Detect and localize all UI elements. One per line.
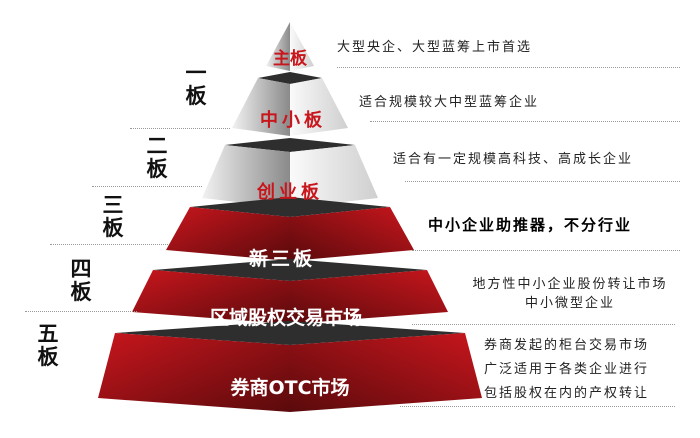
tier-left-face — [98, 333, 290, 412]
tier-name-regional-equity: 区域股权交易市场 — [209, 307, 363, 329]
separator-line — [370, 121, 680, 122]
tier-description: 地方性中小企业股份转让市场中小微型企业 — [472, 277, 668, 311]
tier-left-face — [132, 270, 290, 324]
level-label-2: 二板 — [146, 134, 168, 181]
separator-line — [400, 406, 675, 407]
tier-name-neeq: 新三板 — [248, 248, 316, 270]
tier-right-face — [290, 145, 378, 208]
tier-left-face — [232, 78, 290, 136]
tier-right-face — [290, 78, 348, 136]
tier-description: 适合规模较大中型蓝筹企业 — [359, 95, 540, 110]
tier-name-chinext: 创业板 — [257, 182, 323, 203]
tier-left-face — [266, 22, 290, 71]
separator-line — [25, 311, 137, 312]
tier-left-face — [166, 207, 290, 261]
separator-line — [405, 181, 680, 182]
level-label-4: 四板 — [70, 257, 92, 304]
tier-name-main-board: 主板 — [273, 49, 307, 69]
level-label-1: 一板 — [185, 61, 207, 108]
separator-line — [92, 186, 202, 187]
tier-name-sme-board: 中小板 — [260, 110, 326, 131]
separator-line — [50, 244, 168, 245]
tier-name-otc: 券商OTC市场 — [230, 377, 350, 399]
tier-description: 中小企业助推器，不分行业 — [428, 216, 633, 234]
tier-right-face — [290, 333, 482, 412]
tier-description: 券商发起的柜台交易市场广泛适用于各类企业进行包括股权在内的产权转让 — [484, 338, 650, 401]
level-label-3: 三板 — [102, 193, 124, 240]
level-label-5: 五板 — [37, 322, 59, 369]
separator-line — [412, 250, 680, 251]
separator-line — [130, 128, 230, 129]
tier-right-face — [290, 207, 414, 261]
tier-right-face — [290, 270, 448, 324]
separator-line — [412, 324, 675, 325]
tier-description: 适合有一定规模高科技、高成长企业 — [393, 152, 634, 167]
tier-description: 大型央企、大型蓝筹上市首选 — [337, 40, 533, 55]
separator-line — [337, 67, 680, 68]
tier-left-face — [202, 145, 290, 208]
tier-right-face — [290, 22, 314, 71]
